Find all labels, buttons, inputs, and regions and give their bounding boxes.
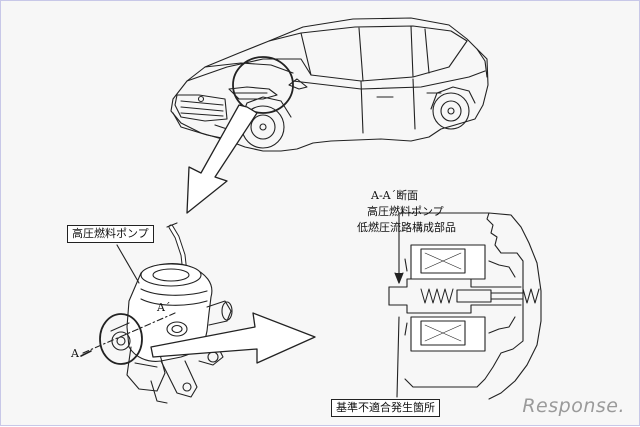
car-illustration — [170, 17, 489, 152]
label-high-pressure-pump: 高圧燃料ポンプ — [67, 225, 154, 243]
arrow-to-pump — [186, 104, 258, 214]
section-mark-a: A — [71, 347, 79, 360]
section-line — [82, 312, 176, 354]
label-section-title: A-A´断面 — [371, 189, 419, 202]
section-view — [388, 212, 542, 400]
label-section-line2: 低燃圧流路構成部品 — [357, 221, 456, 234]
label-defect-location: 基準不適合発生箇所 — [331, 399, 440, 417]
response-watermark-logo: Response. — [522, 395, 625, 417]
label-section-line1: 高圧燃料ポンプ — [367, 205, 444, 218]
pump-label-leader — [116, 244, 140, 284]
defect-leader — [396, 316, 400, 398]
highlight-ellipse-car — [232, 56, 294, 114]
arrow-to-section — [150, 312, 316, 364]
fuel-pump-illustration — [110, 222, 233, 404]
highlight-ellipse-pump — [99, 313, 143, 365]
section-mark-a-prime: A´ — [157, 301, 171, 314]
